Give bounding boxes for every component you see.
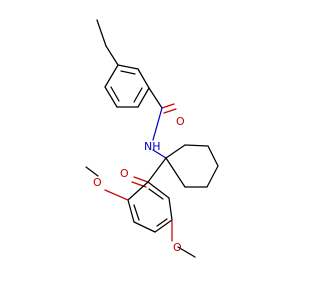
bond: [110, 86, 120, 102]
bond: [96, 19, 107, 47]
bond: [133, 176, 149, 183]
bond: [137, 87, 150, 108]
bond: [165, 144, 186, 159]
bond: [133, 221, 156, 233]
methoxy-oxygen-top-label: O: [93, 176, 102, 189]
bond: [156, 218, 168, 227]
bond: [184, 144, 209, 147]
methoxy-oxygen-bottom-label: O: [173, 241, 182, 254]
bond: [104, 189, 129, 201]
bond: [206, 165, 219, 188]
ketone-oxygen-label: O: [120, 167, 129, 180]
bond: [163, 108, 177, 114]
bond: [147, 157, 167, 183]
bond: [120, 70, 136, 75]
bond: [154, 219, 173, 233]
amide-oxygen-label: O: [176, 115, 185, 128]
bond: [117, 64, 139, 70]
amide-nh-label: NH: [144, 140, 161, 153]
bond: [104, 86, 118, 108]
atom-labels: O NH O O O: [93, 115, 185, 254]
bond: [207, 145, 219, 167]
bond: [177, 246, 196, 258]
bond: [168, 197, 173, 221]
bond: [137, 68, 150, 89]
bond: [127, 199, 135, 223]
bond: [152, 107, 163, 141]
bond: [127, 181, 149, 201]
bond: [85, 166, 99, 177]
bond: [105, 45, 119, 66]
bond: [133, 204, 140, 221]
molecule-canvas: O NH O O O: [85, 19, 219, 258]
bond: [165, 157, 186, 188]
bond: [104, 64, 119, 88]
bond: [148, 188, 164, 200]
bond: [148, 87, 163, 109]
bonds: [85, 19, 219, 258]
structure-diagram: O NH O O O: [85, 19, 219, 258]
bond: [147, 181, 170, 199]
bond: [161, 103, 175, 109]
bond: [133, 87, 143, 103]
bond: [152, 149, 167, 159]
